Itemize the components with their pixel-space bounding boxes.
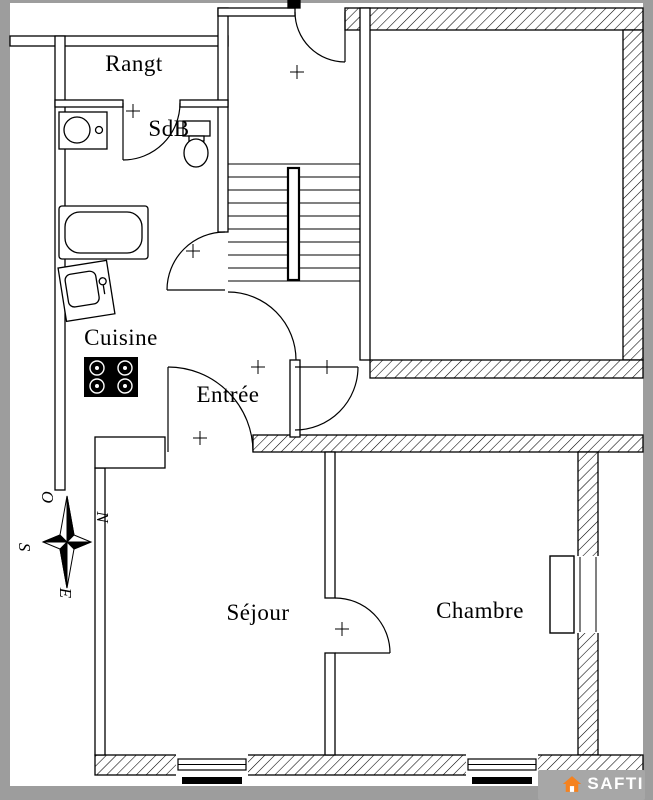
toilet-icon [182,120,211,168]
staircase [228,163,360,282]
window-chambre-south [466,754,538,784]
plus-markers [126,65,349,636]
room-label-rangt: Rangt [105,51,163,76]
door-arc-sejour [167,366,254,453]
stair-handrail [286,166,301,282]
door-arc-sdb [122,102,181,161]
stair-landing-curve [227,291,297,361]
door-arc-hall-cuisine [166,231,226,291]
compass-east-label: E [56,587,75,599]
house-icon [563,776,582,792]
room-label-sdb: SdB [148,116,190,141]
room-label-cuisine: Cuisine [84,325,158,350]
logo-plate [538,770,645,800]
door-arcs [122,11,391,654]
compass-rose-icon [41,495,93,589]
washbasin-icon [58,111,108,150]
windows [176,555,599,784]
room-label-sejour: Séjour [226,600,290,625]
window-sejour [176,754,248,784]
door-arc-landing [294,11,346,63]
compass-south-label: S [15,542,34,552]
agency-logo: SAFTI [562,772,644,796]
interior-walls [9,0,371,756]
room-label-entree: Entrée [196,382,260,407]
logo-brand-text: SAFTI [587,774,644,793]
door-arc-chambre [334,597,391,654]
window-chambre-east [549,555,599,634]
kitchen-sink-icon [57,259,116,323]
stove-icon [84,357,138,397]
bathtub-icon [58,205,149,260]
door-arc-entrance [294,366,359,431]
compass-west-label: O [38,490,57,504]
room-label-chambre: Chambre [436,598,524,623]
compass-north-label: N [93,511,112,523]
